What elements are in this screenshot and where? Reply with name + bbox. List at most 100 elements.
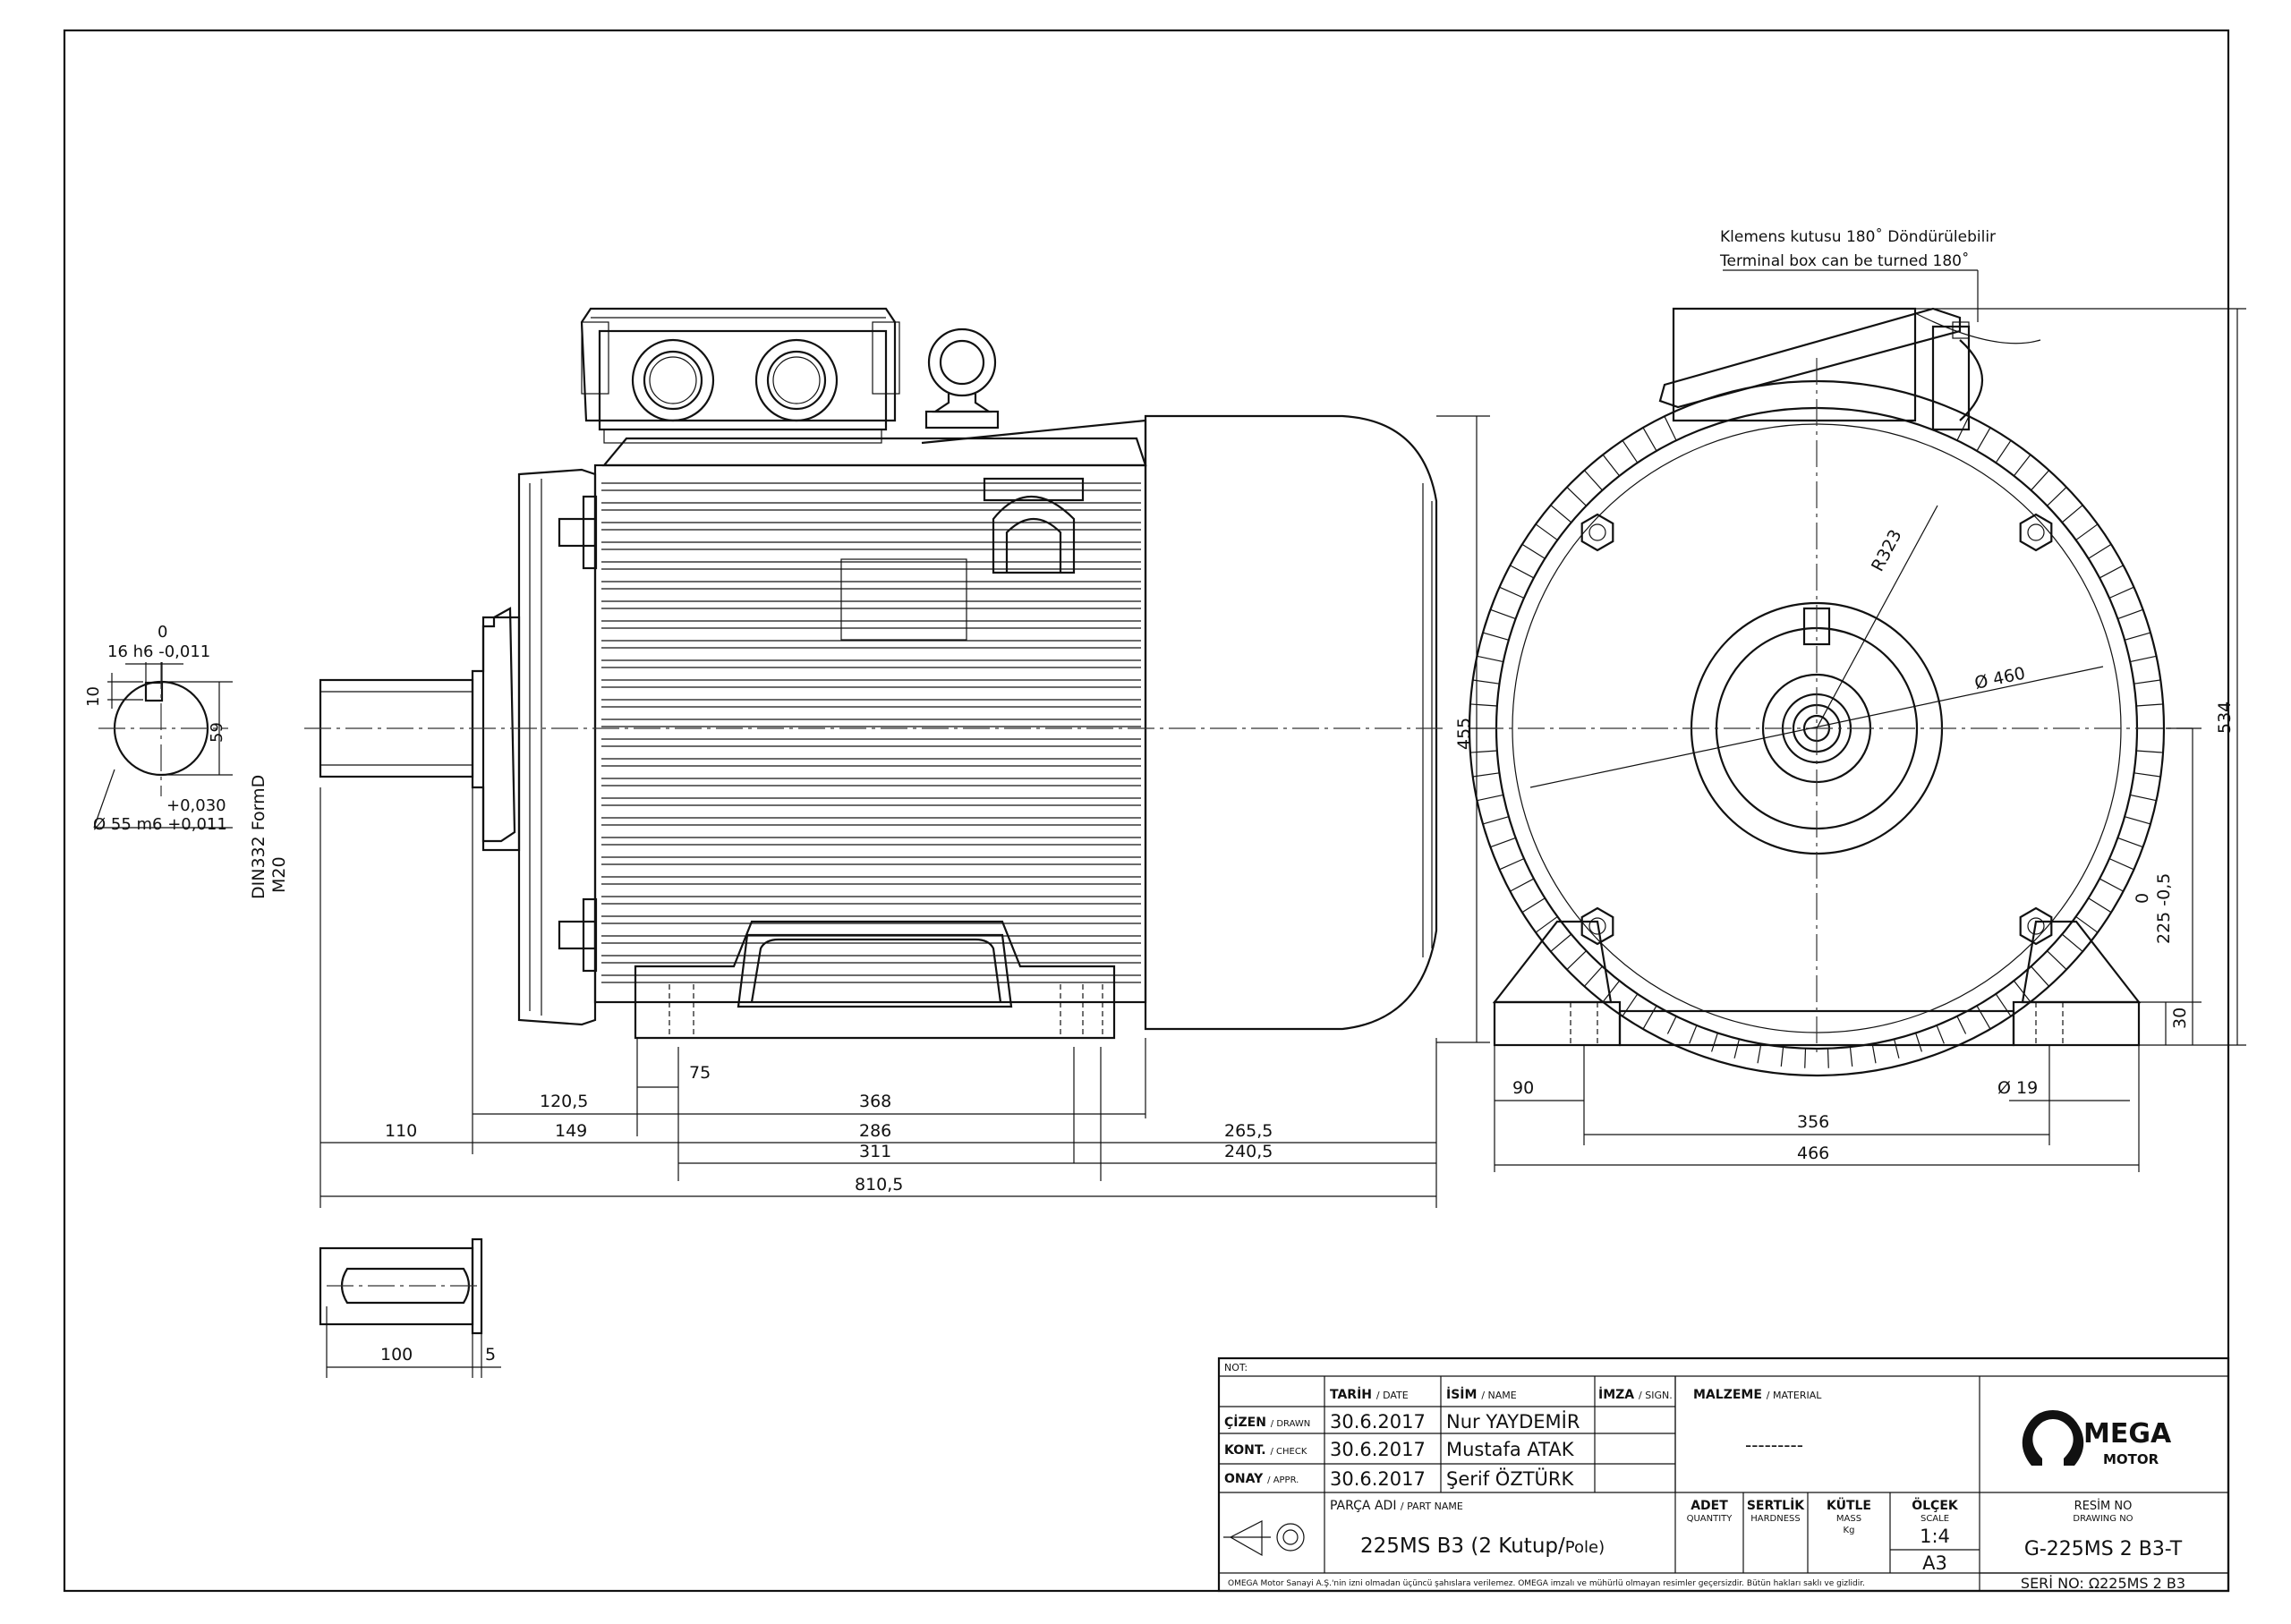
side-view — [304, 307, 1445, 1040]
note-turn-en: Terminal box can be turned 180˚ — [1719, 251, 1969, 270]
tb-mass-h-en: MASS — [1836, 1514, 1861, 1524]
dim-149: 149 — [555, 1121, 587, 1141]
dim-key-tol: 0 — [158, 623, 167, 642]
dim-key-width: 16 h6 -0,011 — [107, 642, 210, 661]
svg-text:TARİH / DATE: TARİH / DATE — [1330, 1387, 1409, 1402]
dim-466: 466 — [1797, 1144, 1829, 1163]
tb-not: NOT: — [1224, 1362, 1248, 1373]
dim-110: 110 — [385, 1121, 417, 1141]
svg-text:ONAY / APPR.: ONAY / APPR. — [1224, 1472, 1299, 1486]
tb-drawn-l-en: / DRAWN — [1271, 1419, 1310, 1429]
dim-356: 356 — [1797, 1112, 1829, 1132]
tb-appr-date: 30.6.2017 — [1330, 1468, 1426, 1490]
dim-shaft-dia: Ø 55 m6 +0,011 — [93, 815, 227, 834]
logo-sub: MOTOR — [2103, 1451, 2159, 1467]
tb-drawing-no: G-225MS 2 B3-T — [2024, 1538, 2183, 1560]
dim-100: 100 — [380, 1345, 413, 1365]
thread-size: M20 — [269, 856, 289, 893]
note-turn-tr: Klemens kutusu 180˚ Döndürülebilir — [1720, 227, 1996, 246]
tb-check-l-en: / CHECK — [1270, 1447, 1307, 1457]
tb-check-date: 30.6.2017 — [1330, 1439, 1426, 1460]
tb-drawing-no-h: RESİM NO — [2074, 1499, 2133, 1513]
tb-hard-h: SERTLİK — [1747, 1498, 1805, 1513]
tb-mass-unit: Kg — [1844, 1526, 1855, 1535]
dim-120-5: 120,5 — [540, 1092, 588, 1111]
cable-gland-2 — [754, 338, 839, 422]
dim-534: 534 — [2215, 701, 2235, 734]
tb-check-name: Mustafa ATAK — [1446, 1439, 1575, 1460]
tb-qty-h: ADET — [1691, 1499, 1728, 1513]
svg-text:ÇİZEN / DRAWN: ÇİZEN / DRAWN — [1224, 1415, 1310, 1430]
svg-text:MALZEME / MATERIAL: MALZEME / MATERIAL — [1693, 1388, 1822, 1402]
tb-serial: SERİ NO: Ω225MS 2 B3 — [2021, 1575, 2185, 1592]
tb-drawn-l: ÇİZEN — [1224, 1415, 1266, 1430]
tb-part-h: PARÇA ADI — [1330, 1499, 1396, 1513]
dim-r323: R323 — [1868, 526, 1906, 574]
dim-75: 75 — [689, 1063, 711, 1083]
dim-5: 5 — [485, 1345, 496, 1365]
tb-appr-name: Şerif ÖZTÜRK — [1446, 1467, 1574, 1490]
tb-mass-h: KÜTLE — [1827, 1497, 1871, 1513]
dim-311: 311 — [859, 1142, 891, 1161]
tb-appr-l-en: / APPR. — [1267, 1475, 1299, 1485]
tb-material-h-en: / MATERIAL — [1767, 1390, 1822, 1401]
dim-30: 30 — [2170, 1008, 2190, 1029]
svg-text:İSİM / NAME: İSİM / NAME — [1446, 1387, 1517, 1402]
tb-name-h-en: / NAME — [1481, 1390, 1516, 1401]
tb-qty-h-en: QUANTITY — [1687, 1514, 1733, 1524]
dim-455: 455 — [1454, 718, 1474, 750]
tb-part-name: 225MS B3 (2 Kutup/ — [1360, 1535, 1565, 1558]
tb-drawn-name: Nur YAYDEMİR — [1446, 1410, 1580, 1433]
tb-date-h-en: / DATE — [1376, 1390, 1409, 1401]
logo-brand: MEGA — [2083, 1418, 2172, 1450]
tb-sign-h: İMZA — [1598, 1387, 1634, 1402]
tb-date-h: TARİH — [1330, 1387, 1372, 1402]
dim-810-5: 810,5 — [855, 1175, 903, 1195]
end-fins — [1469, 416, 2164, 1068]
svg-text:PARÇA ADI / PART NAME: PARÇA ADI / PART NAME — [1330, 1499, 1463, 1513]
key-detail — [319, 1237, 501, 1378]
dimension-lines — [319, 269, 2246, 1208]
cooling-fins — [601, 482, 1141, 983]
tb-scale-h-en: SCALE — [1921, 1514, 1949, 1524]
tb-check-l: KONT. — [1224, 1443, 1266, 1458]
tb-drawing-no-h-en: DRAWING NO — [2073, 1514, 2133, 1524]
tb-material-h: MALZEME — [1693, 1388, 1762, 1402]
dim-90: 90 — [1512, 1078, 1534, 1098]
tb-name-h: İSİM — [1446, 1387, 1477, 1402]
dim-shaft-tol: +0,030 — [166, 796, 226, 815]
tb-appr-l: ONAY — [1224, 1472, 1264, 1486]
tb-hard-h-en: HARDNESS — [1750, 1514, 1801, 1524]
svg-text:İMZA / SIGN.: İMZA / SIGN. — [1598, 1387, 1673, 1402]
sheet-border — [63, 29, 2230, 1593]
svg-text:KONT. / CHECK: KONT. / CHECK — [1224, 1443, 1307, 1458]
dim-19: Ø 19 — [1997, 1078, 2038, 1098]
fan-cover — [1144, 414, 1438, 1031]
title-block: NOT: TARİH / DATE İSİM / NAME İMZA / SIG… — [1217, 1356, 2230, 1593]
tb-material-v: --------- — [1745, 1434, 1803, 1456]
omega-symbol-icon — [2022, 1410, 2084, 1466]
dimension-labels: Klemens kutusu 180˚ Döndürülebilir Termi… — [84, 227, 2235, 1365]
svg-text:225MS B3 (2 Kutup/Pole): 225MS B3 (2 Kutup/Pole) — [1360, 1535, 1605, 1558]
dim-225: 225 -0,5 — [2154, 873, 2174, 944]
shaft-thread-note: DIN332 FormD — [249, 775, 268, 899]
cable-gland-1 — [631, 338, 715, 422]
dim-368: 368 — [859, 1092, 891, 1111]
end-view — [1468, 307, 2193, 1077]
tb-sign-h-en: / SIGN. — [1639, 1390, 1673, 1401]
dim-key-depth: 10 — [84, 686, 103, 707]
tb-drawn-date: 30.6.2017 — [1330, 1411, 1426, 1433]
tb-footer: OMEGA Motor Sanayi A.Ş.'nin izni olmadan… — [1228, 1579, 1865, 1588]
dim-225-tol: 0 — [2133, 893, 2152, 904]
dim-shaft-h: 59 — [208, 722, 226, 743]
tb-part-h-en: / PART NAME — [1401, 1501, 1463, 1512]
tb-scale-v: 1:4 — [1920, 1526, 1950, 1547]
terminal-box-side — [580, 307, 900, 444]
dim-286: 286 — [859, 1121, 891, 1141]
tb-part-pole: Pole) — [1565, 1538, 1605, 1557]
dim-265-5: 265,5 — [1224, 1121, 1273, 1141]
tb-sheet-size: A3 — [1922, 1552, 1947, 1574]
tb-scale-h: ÖLÇEK — [1912, 1497, 1959, 1513]
